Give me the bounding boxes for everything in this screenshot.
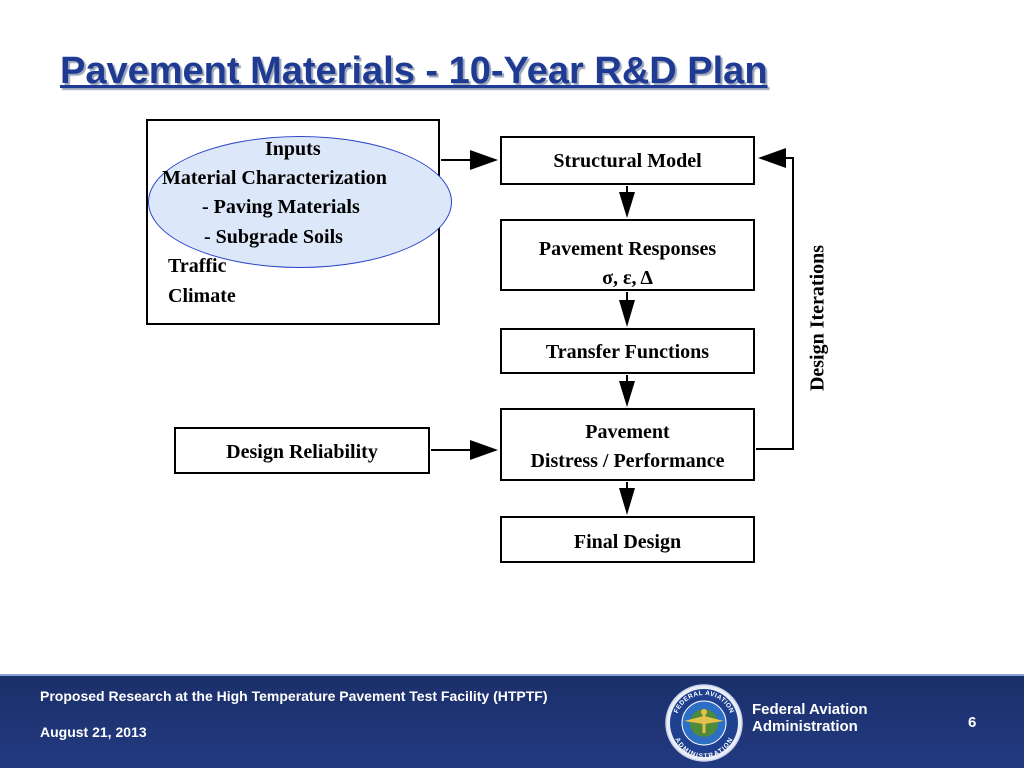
arrowhead-distress: [470, 440, 498, 460]
structural-model-box: Structural Model: [500, 136, 755, 185]
arrowhead-structural: [470, 150, 498, 170]
design-reliability-label: Design Reliability: [226, 441, 378, 463]
transfer-functions-box: Transfer Functions: [500, 328, 755, 374]
connector-arrows: [431, 148, 794, 515]
final-design-box: Final Design: [500, 516, 755, 563]
agency-line2: Administration: [752, 718, 858, 735]
arrowhead-transfer: [619, 300, 635, 327]
arrowhead-responses: [619, 192, 635, 218]
final-design-label: Final Design: [573, 531, 682, 553]
slide-title: Pavement Materials - 10-Year R&D Plan: [60, 50, 768, 92]
design-reliability-box: Design Reliability: [174, 427, 430, 474]
paving-materials-label: - Paving Materials: [202, 196, 360, 218]
arrowhead-distress-down: [619, 381, 635, 407]
iteration-loop-line: [756, 157, 794, 450]
material-characterization-label: Material Characterization: [162, 167, 387, 189]
transfer-functions-label: Transfer Functions: [545, 341, 710, 363]
inputs-heading: Inputs: [265, 138, 321, 160]
presentation-date: August 21, 2013: [40, 724, 147, 740]
climate-label: Climate: [168, 285, 236, 307]
agency-name: Federal Aviation Administration: [752, 701, 868, 735]
project-title: Proposed Research at the High Temperatur…: [40, 688, 548, 704]
page-number: 6: [968, 714, 977, 731]
faa-seal-icon: FEDERAL AVIATION ADMINISTRATION: [665, 684, 743, 762]
materials-highlight-ellipse: [148, 136, 452, 268]
slide-footer: Proposed Research at the High Temperatur…: [0, 674, 1024, 768]
pavement-responses-label: Pavement Responses: [538, 238, 717, 260]
distress-line1: Pavement: [585, 421, 670, 443]
agency-line1: Federal Aviation: [752, 701, 868, 718]
distress-performance-box: Pavement Distress / Performance: [500, 408, 755, 481]
structural-model-label: Structural Model: [553, 150, 702, 172]
pavement-responses-symbols: σ, ε, Δ: [602, 267, 653, 289]
footer-divider: [0, 674, 1024, 676]
arrowhead-loop: [758, 148, 786, 168]
traffic-label: Traffic: [168, 255, 227, 277]
arrowhead-final: [619, 488, 635, 515]
distress-line2: Distress / Performance: [530, 450, 725, 472]
pavement-responses-box: Pavement Responses σ, ε, Δ: [500, 219, 755, 291]
subgrade-soils-label: - Subgrade Soils: [204, 226, 343, 248]
